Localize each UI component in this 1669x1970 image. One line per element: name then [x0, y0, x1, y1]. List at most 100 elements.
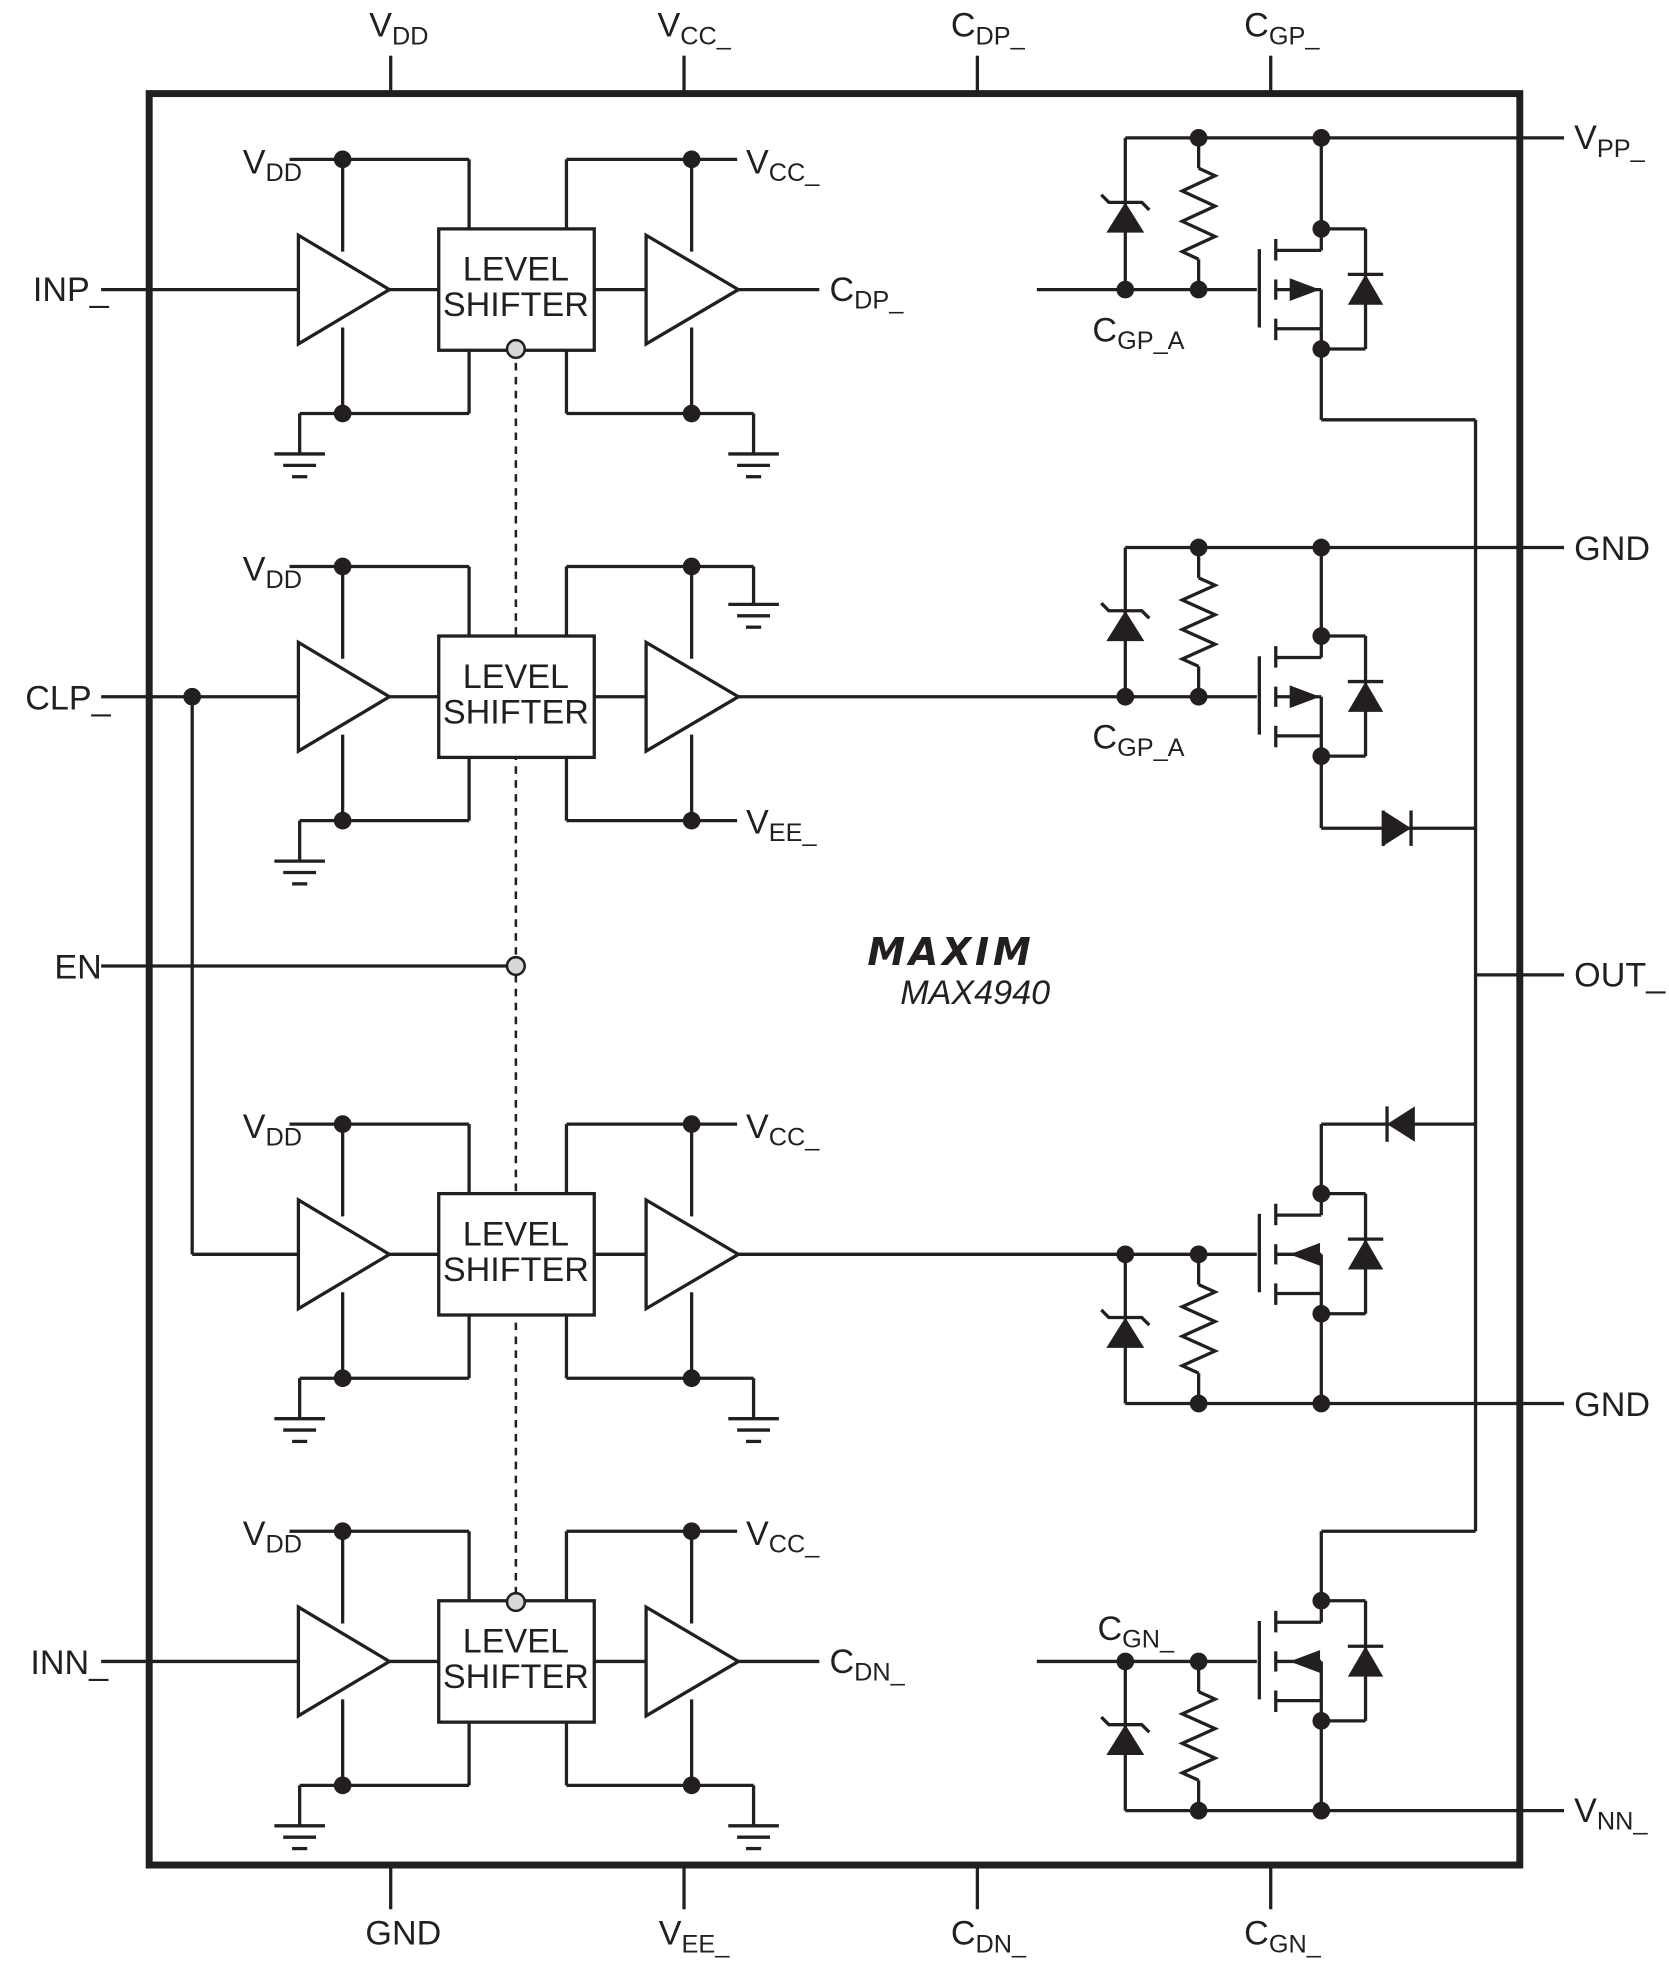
pin-vcc-top: VCC_	[657, 7, 731, 51]
pin-cdn-label-sub: DN_	[854, 1658, 905, 1686]
ground-icon	[274, 859, 325, 886]
supply-vcc-label: VCC_	[746, 143, 820, 187]
mosfet-arrow	[1289, 685, 1321, 709]
supply-vee-label-main: V	[746, 803, 769, 841]
mosfet-arrow	[1289, 1650, 1321, 1673]
supply-vdd-label-main: V	[243, 1515, 266, 1553]
mosfet-icon	[1257, 220, 1384, 358]
pin-gnd-right-1: GND	[1574, 530, 1650, 568]
zener-bar	[1100, 601, 1151, 620]
supply-vdd-label-main: V	[243, 143, 266, 181]
level-shifter-label: LEVEL	[463, 658, 569, 696]
supply-vdd-label: VDD	[243, 1108, 302, 1152]
level-shifter-label: SHIFTER	[443, 1658, 589, 1696]
input-pins: INP_ CLP_ EN INN_	[25, 271, 111, 1682]
zener-bar	[1100, 1715, 1151, 1734]
zener-body	[1106, 1317, 1145, 1348]
mosfet-icon	[1257, 627, 1384, 765]
supply-vdd-label-sub: DD	[266, 159, 303, 187]
mosfet-arrow	[1289, 278, 1321, 301]
input-buffer-icon	[296, 1197, 393, 1312]
level-shifter-box	[437, 634, 596, 760]
pin-inp: INP_	[33, 271, 110, 309]
zener-diode-icon	[1100, 193, 1151, 233]
body-diode-icon	[1347, 1239, 1384, 1270]
logic-node	[505, 338, 526, 360]
input-buffer-icon	[296, 232, 393, 347]
output-pins: VPP_ GND OUT_ GND VNN_	[1574, 119, 1666, 1835]
enable-node	[505, 955, 526, 977]
logic-node	[505, 1591, 526, 1613]
output-buffer-icon	[644, 232, 742, 347]
supply-vcc-label-main: V	[746, 1108, 769, 1146]
supply-vcc-label-sub: CC_	[769, 1531, 820, 1559]
supply-vdd-label-sub: DD	[266, 566, 303, 594]
output-buffer-icon	[644, 639, 742, 754]
mosfet-icon	[1257, 1184, 1384, 1323]
zener-body	[1106, 610, 1145, 642]
level-shifter-label: LEVEL	[463, 1215, 569, 1253]
output-buffer-icon	[644, 1604, 742, 1719]
supply-vdd-label-main: V	[243, 1108, 266, 1146]
pin-cdp-label-main: C	[829, 271, 854, 309]
pin-cdn-label-main: C	[829, 1643, 854, 1681]
supply-vee-label-sub: EE_	[769, 819, 818, 847]
ground-icon	[274, 1417, 325, 1444]
body-diode-icon	[1347, 1646, 1384, 1677]
mosfet-arrow	[1289, 1242, 1321, 1266]
pin-cgp-top: CGP_	[1244, 7, 1320, 51]
supply-vdd-label-main: V	[243, 550, 266, 588]
ground-icon	[274, 452, 325, 479]
supply-vee-label: VEE_	[746, 803, 817, 847]
resistor-icon	[1178, 166, 1220, 261]
gate-label-cgn: CGN_	[1097, 1610, 1175, 1654]
supply-vcc-label-main: V	[746, 1515, 769, 1553]
series-diode-icon	[1383, 810, 1412, 846]
pin-cdn-bottom: CDN_	[951, 1915, 1027, 1959]
zener-bar	[1100, 193, 1151, 212]
pin-vnn: VNN_	[1574, 1792, 1648, 1836]
ground-icon	[274, 1824, 325, 1851]
supply-vcc-label-main: V	[746, 143, 769, 181]
bottom-pins: GND VEE_ CDN_ CGN_	[365, 1865, 1322, 1959]
zener-diode-icon	[1100, 601, 1151, 642]
ground-icon	[728, 452, 779, 479]
pin-cdp-top: CDP_	[951, 7, 1026, 51]
pin-cdn-label: CDN_	[829, 1643, 905, 1687]
pin-clp: CLP_	[25, 679, 111, 717]
supply-vdd-label-sub: DD	[266, 1531, 303, 1559]
input-buffer-icon	[296, 639, 393, 754]
resistor-icon	[1178, 1690, 1220, 1782]
pin-vee-bottom: VEE_	[659, 1915, 730, 1959]
zener-diode-icon	[1100, 1308, 1151, 1348]
mosfet-icon	[1257, 1591, 1384, 1730]
level-shifter-label: LEVEL	[463, 251, 569, 289]
gate-label-cgpa-1: CGP_A	[1092, 311, 1184, 355]
gate-label-cgpa-2: CGP_A	[1092, 719, 1184, 763]
pin-cdp-label-sub: DP_	[854, 287, 904, 315]
level-shifter-label: SHIFTER	[443, 286, 589, 324]
pin-en: EN	[54, 949, 101, 987]
body-diode-icon	[1347, 681, 1384, 712]
supply-vcc-label-sub: CC_	[769, 159, 820, 187]
supply-vcc-label: VCC_	[746, 1108, 820, 1152]
level-shifter-box	[437, 1191, 596, 1317]
pin-inn: INN_	[30, 1644, 109, 1682]
resistor-icon	[1178, 1283, 1220, 1375]
chip-outline	[145, 90, 1524, 1869]
pin-gnd-bottom: GND	[365, 1915, 441, 1953]
output-stage: CGP_A CGP_A CGN_	[738, 129, 1565, 1820]
supply-vdd-label: VDD	[243, 1515, 302, 1559]
ground-icon	[728, 602, 779, 629]
part-number: MAX4940	[900, 974, 1050, 1012]
supply-vdd-label: VDD	[243, 550, 302, 594]
resistor-icon	[1178, 576, 1220, 668]
supply-vdd-label: VDD	[243, 143, 302, 187]
ground-icon	[728, 1417, 779, 1444]
pin-gnd-right-2: GND	[1574, 1386, 1650, 1424]
